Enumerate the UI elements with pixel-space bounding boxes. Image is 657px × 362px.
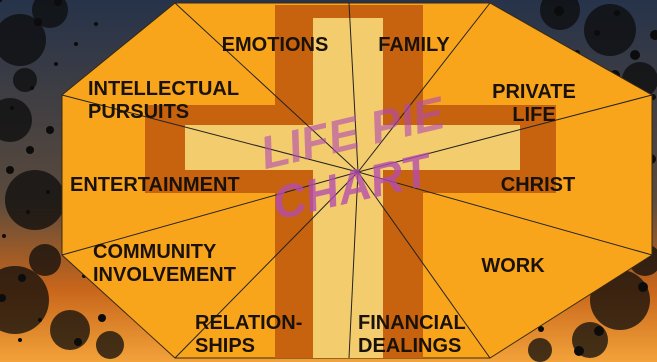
segment-label-emotions: EMOTIONS (222, 34, 329, 56)
grunge-dot (630, 50, 640, 60)
cross-horizontal-inner (185, 125, 520, 170)
grunge-dot (30, 86, 34, 90)
segment-divider (61, 171, 359, 256)
grunge-dot (54, 0, 62, 6)
segment-divider (357, 2, 491, 173)
segment-label-line: PURSUITS (88, 101, 189, 123)
segment-divider (174, 2, 359, 173)
grunge-dot (98, 314, 106, 322)
segment-divider (61, 94, 359, 173)
grunge-spot (13, 68, 37, 92)
segment-divider (348, 171, 359, 359)
grunge-dot (6, 166, 14, 174)
segment-label-line: PRIVATE (492, 81, 576, 103)
grunge-dot (594, 326, 604, 336)
grunge-dot (554, 6, 564, 16)
segment-label-line: LIFE (512, 104, 555, 126)
segment-divider (174, 171, 359, 359)
grunge-dot (650, 30, 657, 40)
segment-label-line: FINANCIAL (358, 312, 466, 334)
cross-graphic (145, 5, 556, 358)
grunge-dot (18, 274, 26, 282)
segment-dividers (61, 2, 653, 359)
grunge-dot (614, 10, 620, 16)
grunge-dot (26, 210, 30, 214)
grunge-dot (94, 22, 98, 26)
grunge-dot (74, 338, 82, 346)
grunge-dot (38, 318, 42, 322)
segment-label-relationships: RELATION-SHIPS (195, 312, 302, 357)
segment-label-line: WORK (481, 255, 545, 277)
segment-label-line: EMOTIONS (222, 34, 329, 56)
grunge-spot (96, 331, 124, 359)
grunge-dot (18, 338, 22, 342)
grunge-dot (2, 234, 6, 238)
segment-label-line: COMMUNITY (93, 241, 217, 263)
grunge-dot (34, 18, 42, 26)
grunge-dot (46, 126, 54, 134)
grunge-spot (50, 310, 90, 350)
grunge-dot (0, 0, 2, 2)
segment-label-line: ENTERTAINMENT (70, 174, 240, 196)
segment-label-line: SHIPS (195, 335, 255, 357)
cross-vertical-inner (313, 18, 383, 358)
segment-label-line: FAMILY (378, 34, 450, 56)
grunge-spot (0, 14, 46, 66)
grunge-dot (0, 294, 6, 302)
segment-label-line: RELATION- (195, 312, 302, 334)
grunge-spot (0, 98, 32, 142)
grunge-dot (46, 190, 50, 194)
segment-divider (357, 171, 653, 256)
grunge-spot (5, 170, 65, 230)
grunge-spot (584, 4, 636, 56)
grunge-spot (528, 338, 552, 362)
segment-label-entertainment: ENTERTAINMENT (70, 174, 240, 196)
segment-label-line: INTELLECTUAL (88, 78, 239, 100)
grunge-dot (54, 62, 58, 66)
grunge-dot (638, 282, 648, 292)
segment-divider (357, 94, 653, 173)
segment-label-line: INVOLVEMENT (93, 264, 236, 286)
segment-label-family: FAMILY (378, 34, 450, 56)
grunge-dot (594, 30, 600, 36)
grunge-spot (29, 244, 61, 276)
segment-divider (348, 2, 359, 173)
segment-label-work: WORK (481, 255, 545, 277)
grunge-dot (26, 146, 34, 154)
segment-label-line: CHRIST (501, 174, 575, 196)
grunge-dot (10, 106, 14, 110)
segment-label-christ: CHRIST (501, 174, 575, 196)
segment-divider (357, 171, 491, 359)
grunge-dot (574, 346, 584, 356)
grunge-dot (74, 42, 78, 46)
segment-label-line: DEALINGS (358, 335, 461, 357)
grunge-spot (0, 266, 49, 334)
grunge-dot (538, 326, 544, 332)
